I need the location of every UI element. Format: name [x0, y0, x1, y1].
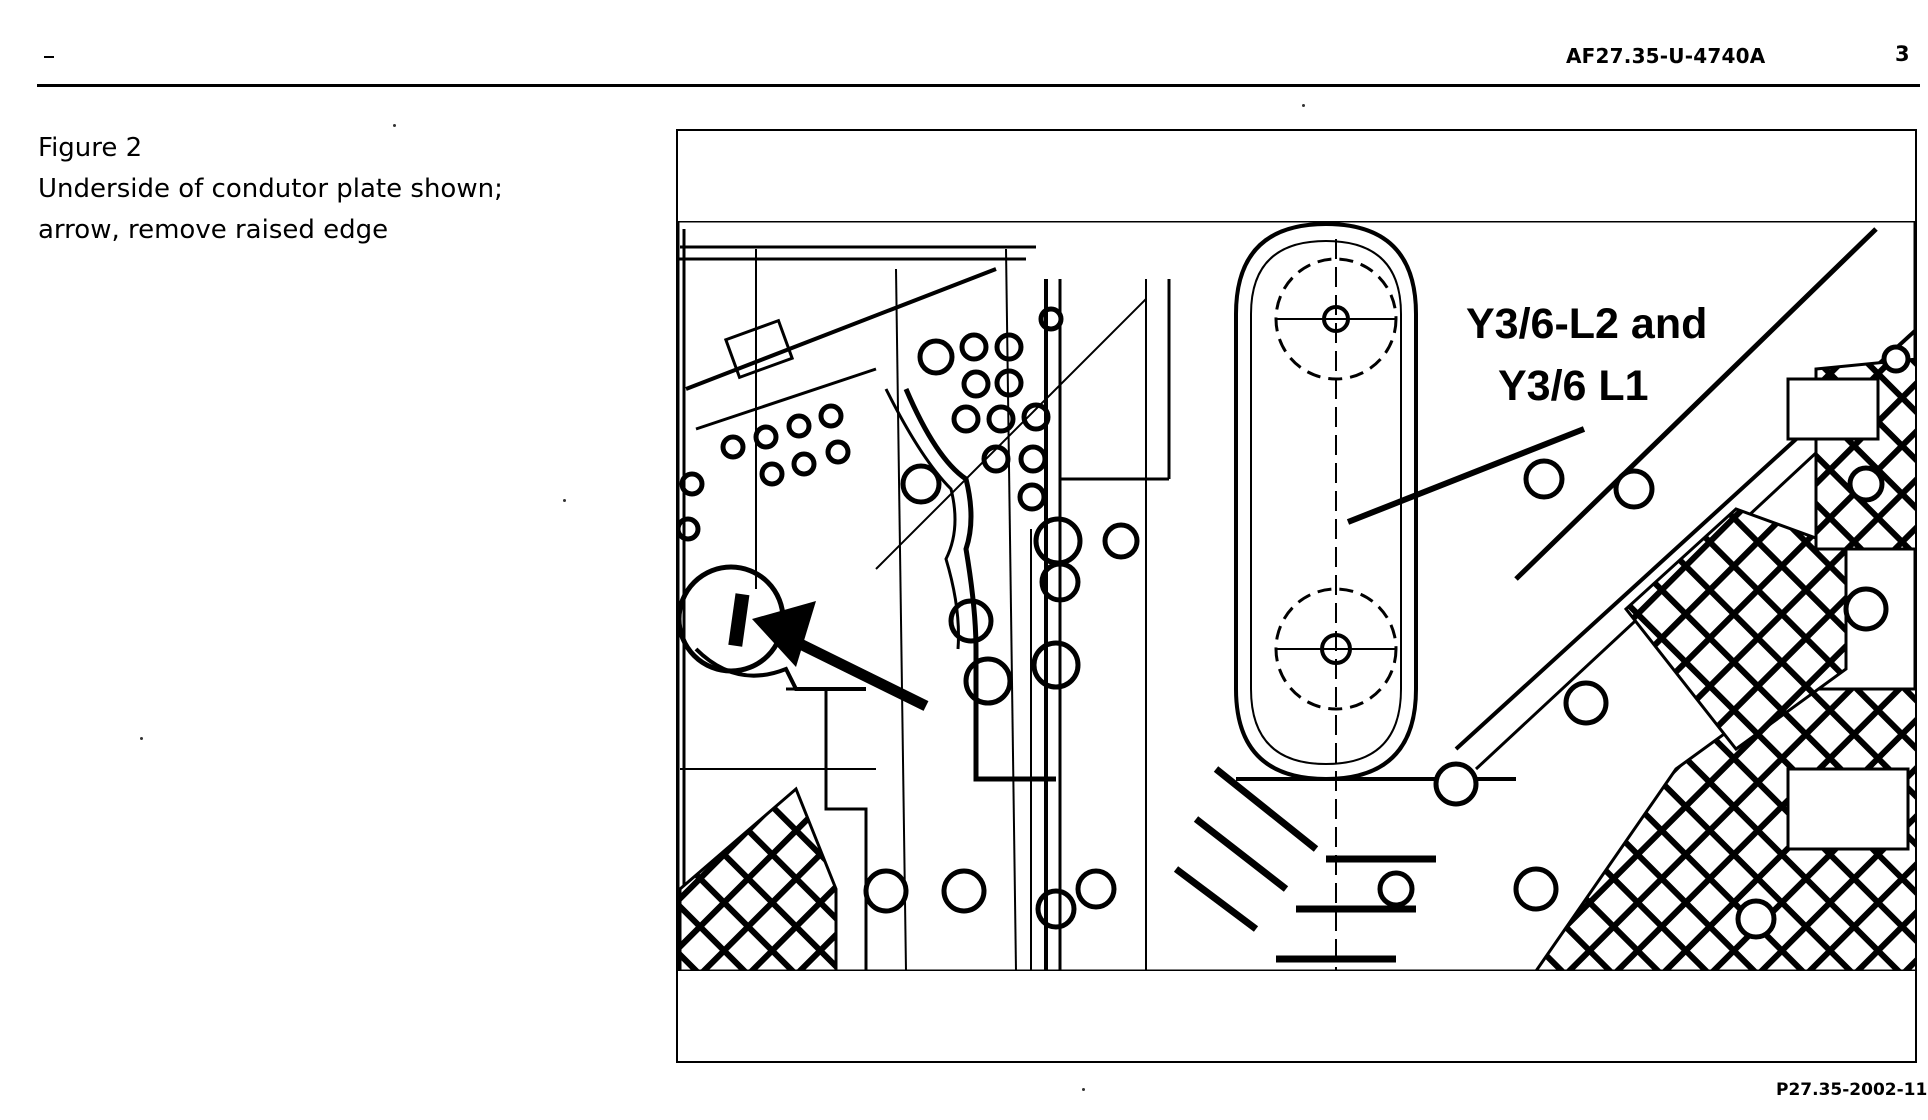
- figure-reference: P27.35-2002-11: [1776, 1080, 1928, 1100]
- scan-speck: [393, 124, 396, 127]
- caption-line-2: arrow, remove raised edge: [38, 215, 389, 245]
- figure-callout-line-1: Y3/6-L2 and: [1466, 300, 1708, 348]
- document-id: AF27.35-U-4740A: [1566, 44, 1766, 68]
- conductor-plate-drawing: [678, 221, 1915, 971]
- scan-speck: [563, 499, 566, 502]
- scan-speck: [1082, 1088, 1085, 1091]
- figure-callout-line-2: Y3/6 L1: [1498, 362, 1649, 410]
- figure-label: Figure 2: [38, 133, 143, 163]
- scan-speck: [140, 737, 143, 740]
- scan-speck: [1302, 104, 1305, 107]
- caption-line-1: Underside of condutor plate shown;: [38, 174, 503, 204]
- header-rule: [37, 84, 1920, 87]
- header-mark: [44, 56, 54, 58]
- figure-caption: Figure 2 Underside of condutor plate sho…: [38, 128, 503, 251]
- page-number: 3: [1895, 42, 1910, 66]
